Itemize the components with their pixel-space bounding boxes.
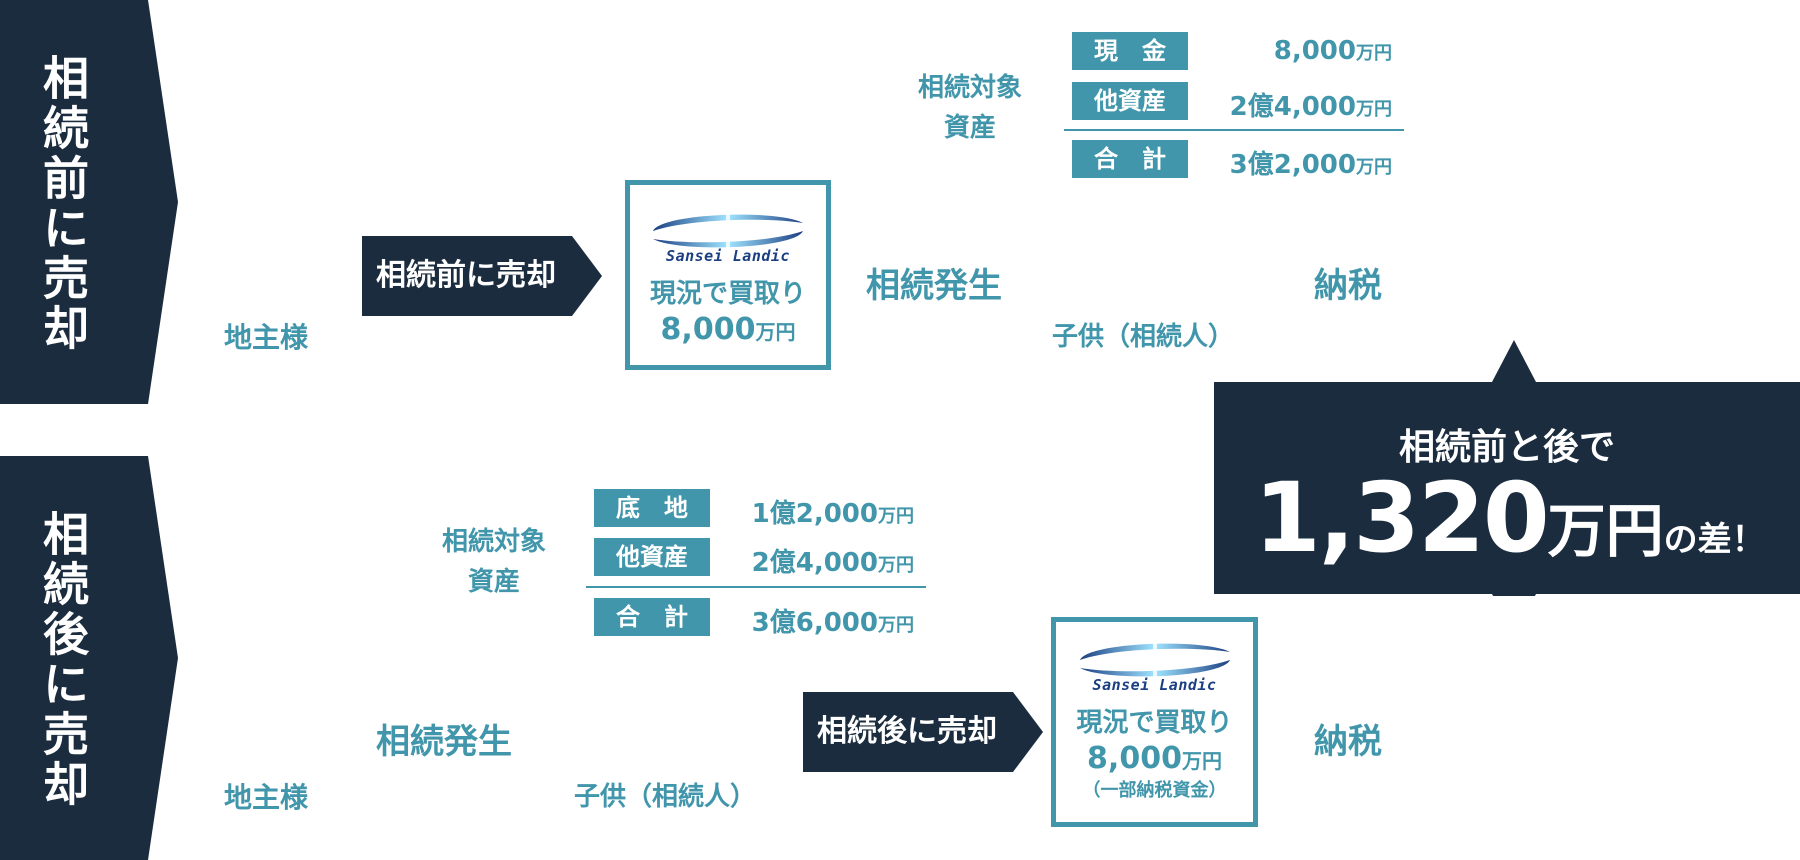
- after-asset-row-0-unit: 万円: [878, 506, 914, 527]
- before-assets-title: 相続対象 資産: [910, 68, 1030, 148]
- before-asset-total-amount-num: 3億2,000: [1229, 150, 1356, 180]
- result-callout: 相続前と後で 1,320万円の差！: [1214, 338, 1800, 596]
- after-asset-row-0-amount-num: 1億2,000: [751, 499, 878, 529]
- before-asset-row-1-label: 他資産: [1072, 82, 1188, 120]
- before-sale-arrow: 相続前に売却: [362, 236, 602, 316]
- before-tax-label: 納税: [1314, 266, 1382, 306]
- before-assets-title-line1: 相続対象: [917, 73, 1022, 103]
- before-asset-total-unit: 万円: [1356, 157, 1392, 178]
- before-owner-label: 地主様: [224, 321, 309, 354]
- before-company-box: Sansei Landic 現況で買取り 8,000万円: [625, 180, 831, 370]
- after-company-brand: Sansei Landic: [1092, 676, 1217, 694]
- before-asset-row-1-amount: 2億4,000万円: [1190, 86, 1392, 123]
- after-company-note: （一部納税資金）: [1082, 780, 1227, 801]
- before-heir-label: 子供（相続人）: [1052, 322, 1235, 352]
- before-asset-row-1-unit: 万円: [1356, 99, 1392, 120]
- after-asset-row-1-unit: 万円: [878, 555, 914, 576]
- after-assets-title-line2: 資産: [467, 567, 520, 597]
- before-asset-row-0-amount-num: 8,000: [1273, 36, 1356, 66]
- after-inherit-event: 相続発生: [376, 722, 512, 762]
- after-company-line1: 現況で買取り: [1076, 708, 1233, 738]
- result-line1: 相続前と後で: [1398, 427, 1615, 468]
- after-company-price: 8,000万円: [1056, 741, 1253, 776]
- before-company-price-num: 8,000: [660, 312, 756, 347]
- after-asset-total-unit: 万円: [878, 615, 914, 636]
- before-side-header: 相続前に売却: [0, 0, 178, 404]
- before-asset-total-label: 合 計: [1072, 140, 1188, 178]
- after-owner-label: 地主様: [224, 781, 309, 814]
- company-logo-icon: [1079, 643, 1230, 677]
- after-asset-row-1-amount-num: 2億4,000: [751, 548, 878, 578]
- after-asset-row-1-label: 他資産: [594, 538, 710, 576]
- after-assets-title: 相続対象 資産: [434, 522, 554, 602]
- after-sale-arrow: 相続後に売却: [803, 692, 1043, 772]
- after-asset-row-1-amount: 2億4,000万円: [712, 542, 914, 579]
- after-side-title: 相続後に売却: [36, 510, 90, 810]
- before-company-line1: 現況で買取り: [649, 279, 806, 309]
- after-heir-label: 子供（相続人）: [574, 782, 757, 812]
- before-company-price-unit: 万円: [755, 320, 796, 344]
- after-asset-row-0-amount: 1億2,000万円: [712, 493, 914, 530]
- after-company-price-unit: 万円: [1181, 749, 1222, 773]
- result-callout-shape: [1214, 340, 1800, 596]
- after-assets-divider: [586, 586, 926, 588]
- before-company-price: 8,000万円: [630, 312, 826, 347]
- before-asset-row-0-label: 現 金: [1072, 32, 1188, 70]
- before-company-brand: Sansei Landic: [666, 247, 790, 265]
- before-asset-row-0-unit: 万円: [1356, 43, 1392, 64]
- before-side-title: 相続前に売却: [36, 54, 90, 354]
- result-amount: 1,320: [1254, 462, 1550, 574]
- after-company-box: Sansei Landic 現況で買取り 8,000万円 （一部納税資金）: [1051, 617, 1258, 827]
- before-asset-total-amount: 3億2,000万円: [1190, 144, 1392, 181]
- result-suffix: の差！: [1663, 520, 1766, 560]
- after-asset-total-amount: 3億6,000万円: [712, 602, 914, 639]
- after-assets-title-line1: 相続対象: [441, 527, 546, 557]
- before-inherit-event: 相続発生: [866, 266, 1002, 306]
- after-asset-row-0-label: 底 地: [594, 489, 710, 527]
- after-side-header: 相続後に売却: [0, 456, 178, 860]
- before-asset-row-0-amount: 8,000万円: [1190, 36, 1392, 66]
- before-asset-row-1-amount-num: 2億4,000: [1229, 92, 1356, 122]
- after-tax-label: 納税: [1314, 722, 1382, 762]
- after-company-price-num: 8,000: [1087, 741, 1182, 776]
- after-asset-total-label: 合 計: [594, 598, 710, 636]
- before-assets-divider: [1064, 129, 1404, 131]
- result-amount-line: 1,320万円の差！: [1254, 462, 1766, 574]
- before-assets-title-line2: 資産: [943, 113, 996, 143]
- company-logo-icon: [653, 214, 803, 248]
- after-asset-total-amount-num: 3億6,000: [751, 608, 878, 638]
- result-unit: 万円: [1547, 497, 1664, 565]
